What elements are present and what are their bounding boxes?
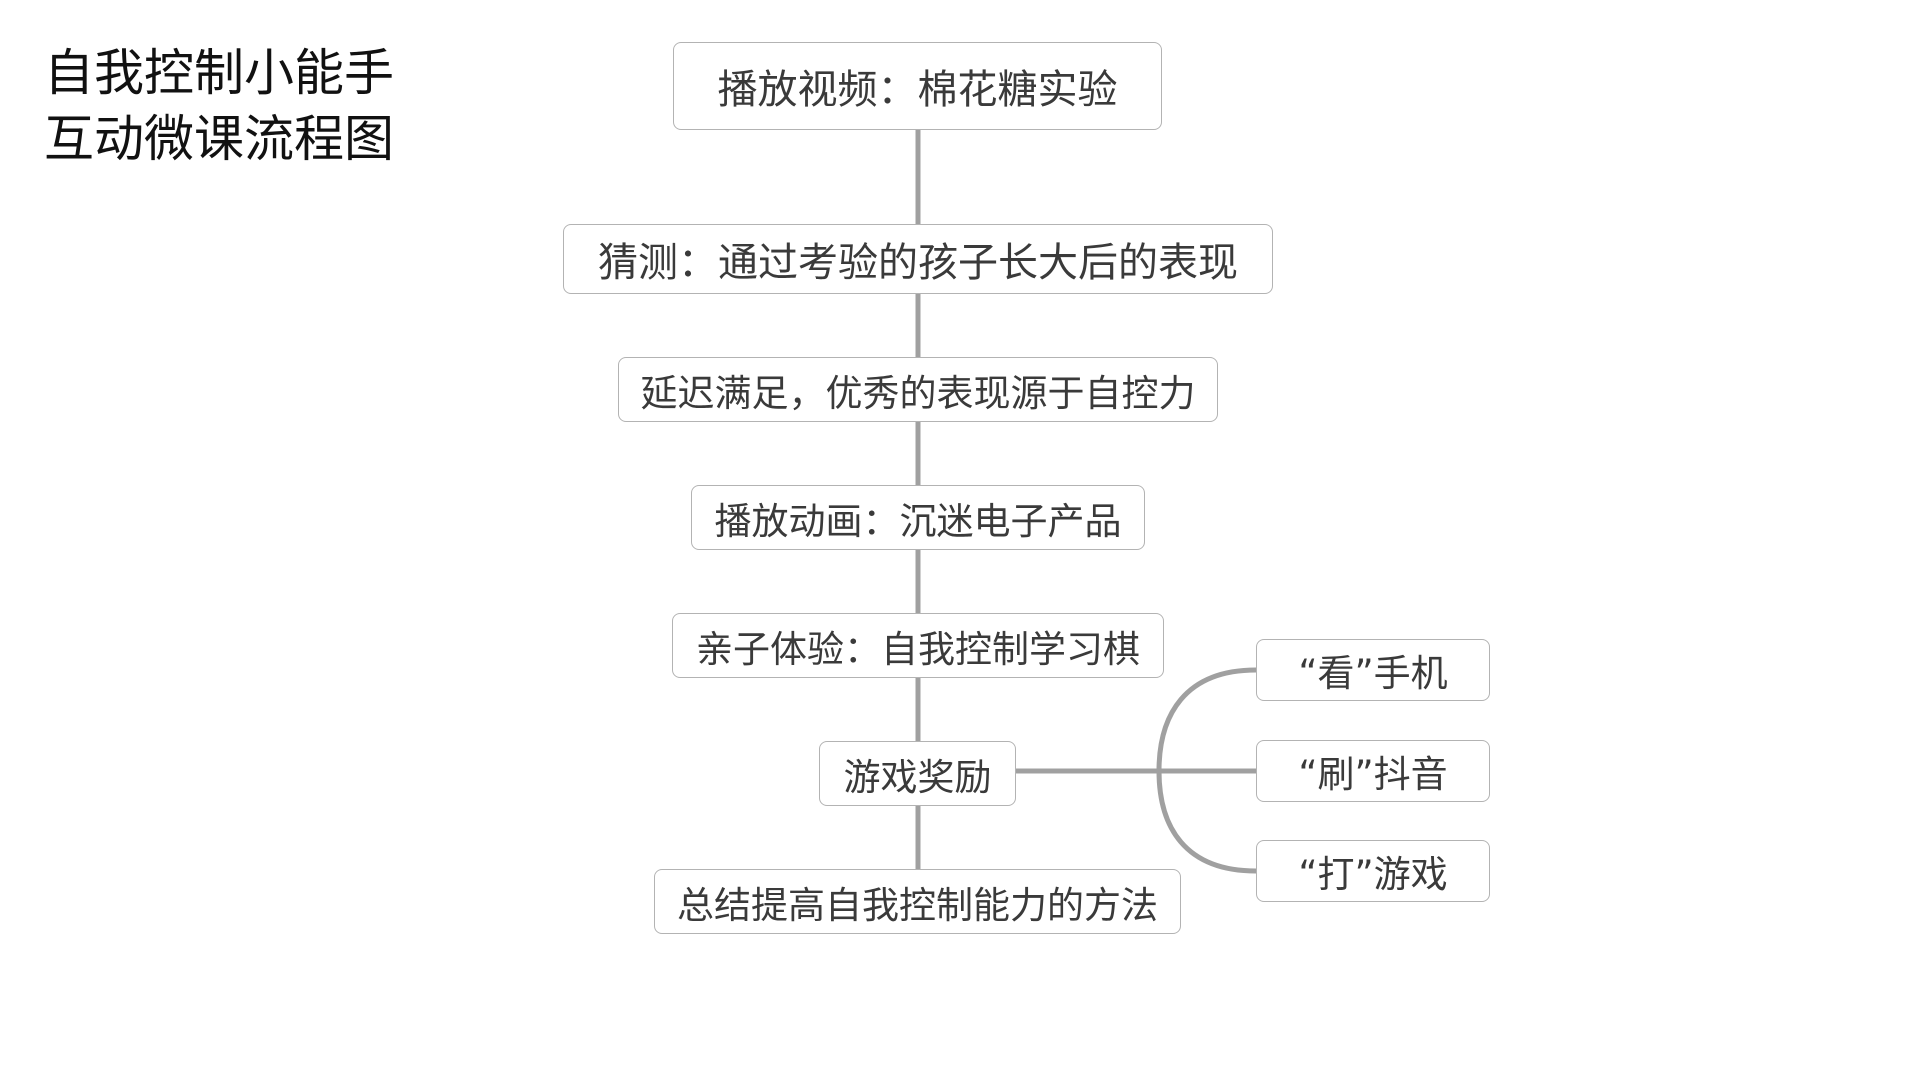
flow-step-play-animation: 播放动画：沉迷电子产品 xyxy=(691,485,1145,550)
flow-step-delayed-gratification: 延迟满足，优秀的表现源于自控力 xyxy=(618,357,1218,422)
flow-step-guess: 猜测：通过考验的孩子长大后的表现 xyxy=(563,224,1273,294)
flow-step-game-reward: 游戏奖励 xyxy=(819,741,1016,806)
title-line-1: 自我控制小能手 xyxy=(44,44,394,102)
flow-step-play-animation-label: 播放动画：沉迷电子产品 xyxy=(714,499,1122,543)
title-line-2: 互动微课流程图 xyxy=(44,110,394,168)
flow-step-play-video: 播放视频：棉花糖实验 xyxy=(673,42,1162,130)
page-title: 自我控制小能手 互动微课流程图 xyxy=(44,40,394,172)
flow-step-guess-label: 猜测：通过考验的孩子长大后的表现 xyxy=(598,240,1238,286)
branch-swipe-douyin-label: “刷”抖音 xyxy=(1298,753,1448,796)
branch-watch-phone: “看”手机 xyxy=(1256,639,1490,701)
branch-swipe-douyin: “刷”抖音 xyxy=(1256,740,1490,802)
flow-step-play-video-label: 播放视频：棉花糖实验 xyxy=(717,67,1118,113)
flow-step-delayed-gratification-label: 延迟满足，优秀的表现源于自控力 xyxy=(640,371,1196,415)
flow-step-summary-label: 总结提高自我控制能力的方法 xyxy=(677,883,1158,927)
branch-play-games: “打”游戏 xyxy=(1256,840,1490,902)
flow-step-summary: 总结提高自我控制能力的方法 xyxy=(654,869,1181,934)
flow-step-parent-child: 亲子体验：自我控制学习棋 xyxy=(672,613,1164,678)
branch-play-games-label: “打”游戏 xyxy=(1298,853,1448,896)
branch-watch-phone-label: “看”手机 xyxy=(1298,652,1448,695)
flow-step-parent-child-label: 亲子体验：自我控制学习棋 xyxy=(696,627,1140,671)
flow-step-game-reward-label: 游戏奖励 xyxy=(843,755,992,799)
